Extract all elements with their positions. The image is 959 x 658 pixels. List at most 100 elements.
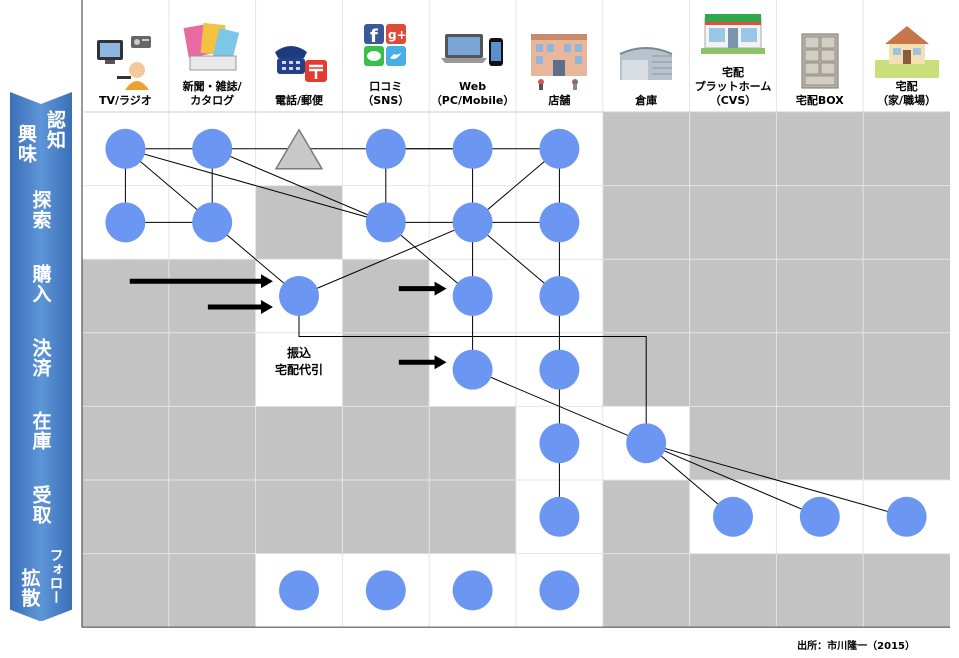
- channel-node: [539, 128, 580, 169]
- stage-label: 受取: [10, 460, 72, 548]
- magazine-icon: [180, 16, 244, 78]
- gray-cell: [689, 185, 777, 260]
- gray-cell: [342, 406, 430, 480]
- pc-mobile-icon: [440, 16, 505, 78]
- column-header: 宅配BOX: [776, 0, 863, 112]
- gray-cell: [168, 406, 256, 480]
- gray-cell: [602, 185, 690, 260]
- channel-node: [365, 202, 406, 243]
- gray-cell: [602, 480, 690, 554]
- column-header-label: 宅配BOX: [795, 94, 844, 107]
- gray-cell: [776, 112, 864, 186]
- payment-note: 振込 宅配代引: [256, 345, 343, 379]
- gray-cell: [863, 259, 950, 333]
- stage-label: 購入: [10, 239, 72, 327]
- column-header-label: Web （PC/Mobile）: [430, 80, 515, 107]
- stage-label: フォロー拡散: [10, 533, 72, 622]
- edge-line: [212, 148, 386, 223]
- channel-node: [105, 202, 146, 243]
- house-icon: [874, 16, 939, 78]
- gray-cell: [689, 112, 777, 186]
- column-header: 宅配 プラットホーム （CVS）: [690, 0, 777, 112]
- stage-label-text: 購入: [29, 263, 52, 304]
- channel-node: [713, 496, 753, 537]
- gray-cell: [168, 553, 256, 628]
- payment-note-line2: 宅配代引: [274, 362, 323, 377]
- gray-cell: [82, 332, 169, 407]
- stage-label-text: 認知: [44, 109, 66, 150]
- edge-line: [298, 221, 473, 297]
- channel-node: [452, 349, 493, 390]
- channel-node: [452, 202, 493, 243]
- gray-cell: [602, 112, 690, 186]
- convenience-store-icon: [700, 2, 765, 64]
- gray-cell: [863, 112, 950, 186]
- stage-label-text: 決済: [29, 337, 52, 378]
- channel-node: [452, 276, 493, 316]
- stage-label-text: 在庫: [29, 411, 52, 452]
- channel-node: [452, 570, 493, 611]
- channel-node: [539, 423, 580, 464]
- gray-cell: [168, 259, 256, 333]
- channel-node: [365, 128, 406, 169]
- column-header-label: 宅配 （家/職場）: [877, 80, 937, 107]
- column-header: 倉庫: [603, 0, 690, 112]
- stage-label: 決済: [10, 312, 72, 401]
- column-header-label: 新聞・雑誌/ カタログ: [182, 80, 242, 107]
- phone-post-icon: [267, 30, 331, 92]
- column-header: TV/ラジオ: [82, 0, 169, 112]
- gray-cell: [82, 406, 169, 480]
- gray-cell: [342, 480, 430, 554]
- stage-label: 認知興味: [10, 92, 72, 180]
- gray-cell: [863, 185, 950, 260]
- column-header-label: 電話/郵便: [274, 94, 323, 107]
- column-header: 電話/郵便: [256, 0, 343, 112]
- column-header: 新聞・雑誌/ カタログ: [169, 0, 256, 112]
- column-header-label: 宅配 プラットホーム （CVS）: [694, 66, 772, 107]
- channel-node: [452, 128, 493, 169]
- gray-cell: [255, 185, 343, 260]
- channel-node: [279, 276, 319, 316]
- column-header-label: 倉庫: [635, 94, 658, 107]
- gray-cell: [82, 259, 169, 333]
- stage-label: 在庫: [10, 386, 72, 474]
- channel-node: [192, 128, 233, 169]
- arrow-head: [434, 281, 447, 296]
- column-header: 店舗: [516, 0, 603, 112]
- gray-cell: [602, 553, 690, 628]
- stage-label: 探索: [10, 165, 72, 254]
- edge-line: [646, 442, 820, 518]
- store-icon: [527, 30, 591, 92]
- gray-cell: [863, 332, 950, 407]
- column-header: 宅配 （家/職場）: [863, 0, 950, 112]
- edge-elbow-line: [298, 296, 647, 444]
- channel-node: [539, 349, 580, 390]
- gray-cell: [776, 259, 864, 333]
- gray-cell: [689, 332, 777, 407]
- stage-label-text: 興味: [15, 123, 37, 164]
- gray-cell: [255, 406, 343, 480]
- source-credit: 出所：市川隆一（2015）: [797, 641, 915, 652]
- stage-label-text: 拡散: [18, 568, 41, 609]
- gray-cell: [602, 259, 690, 333]
- gray-cell: [429, 406, 516, 480]
- channel-node: [539, 276, 580, 316]
- stage-label-text: 探索: [29, 190, 52, 231]
- gray-cell: [776, 553, 864, 628]
- column-header-label: TV/ラジオ: [98, 94, 152, 107]
- stage-label-text: フォロー: [47, 548, 64, 605]
- gray-cell: [689, 553, 777, 628]
- edge-line: [125, 148, 386, 223]
- column-header: Web （PC/Mobile）: [429, 0, 516, 112]
- channel-node: [192, 202, 233, 243]
- gray-cell: [776, 406, 864, 480]
- svg-text:g+: g+: [388, 28, 407, 42]
- channel-node: [886, 496, 927, 537]
- warehouse-icon: [614, 30, 678, 92]
- gray-cell: [429, 480, 516, 554]
- gray-cell: [689, 259, 777, 333]
